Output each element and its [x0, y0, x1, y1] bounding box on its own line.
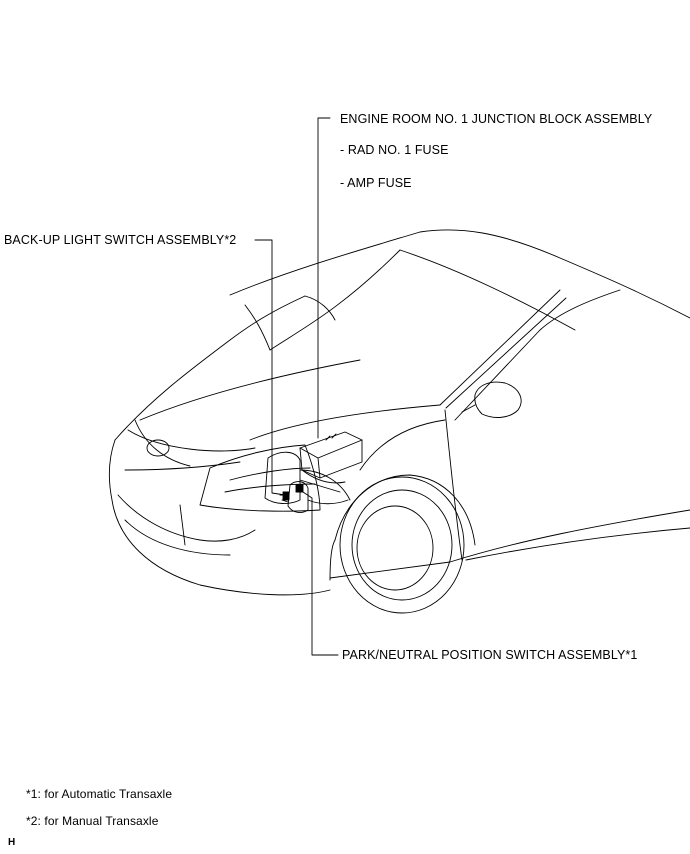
label-engine-room-junction-block: ENGINE ROOM NO. 1 JUNCTION BLOCK ASSEMBL… — [340, 112, 653, 126]
footnote-automatic: *1: for Automatic Transaxle — [26, 787, 173, 801]
front-wheel — [339, 476, 465, 614]
corner-mark: H — [8, 837, 16, 848]
label-back-up-light-switch: BACK-UP LIGHT SWITCH ASSEMBLY*2 — [4, 233, 237, 247]
leader-junction-block — [317, 117, 331, 439]
leader-park-neutral-switch — [299, 489, 339, 656]
label-amp-fuse: - AMP FUSE — [340, 176, 412, 190]
engine-components — [264, 431, 363, 513]
leader-lines — [254, 117, 339, 656]
footnote-manual: *2: for Manual Transaxle — [26, 814, 159, 828]
label-park-neutral-switch: PARK/NEUTRAL POSITION SWITCH ASSEMBLY*1 — [342, 648, 638, 662]
leader-back-up-switch — [254, 239, 286, 496]
car-body — [108, 229, 690, 596]
label-rad-fuse: - RAD NO. 1 FUSE — [340, 143, 449, 157]
